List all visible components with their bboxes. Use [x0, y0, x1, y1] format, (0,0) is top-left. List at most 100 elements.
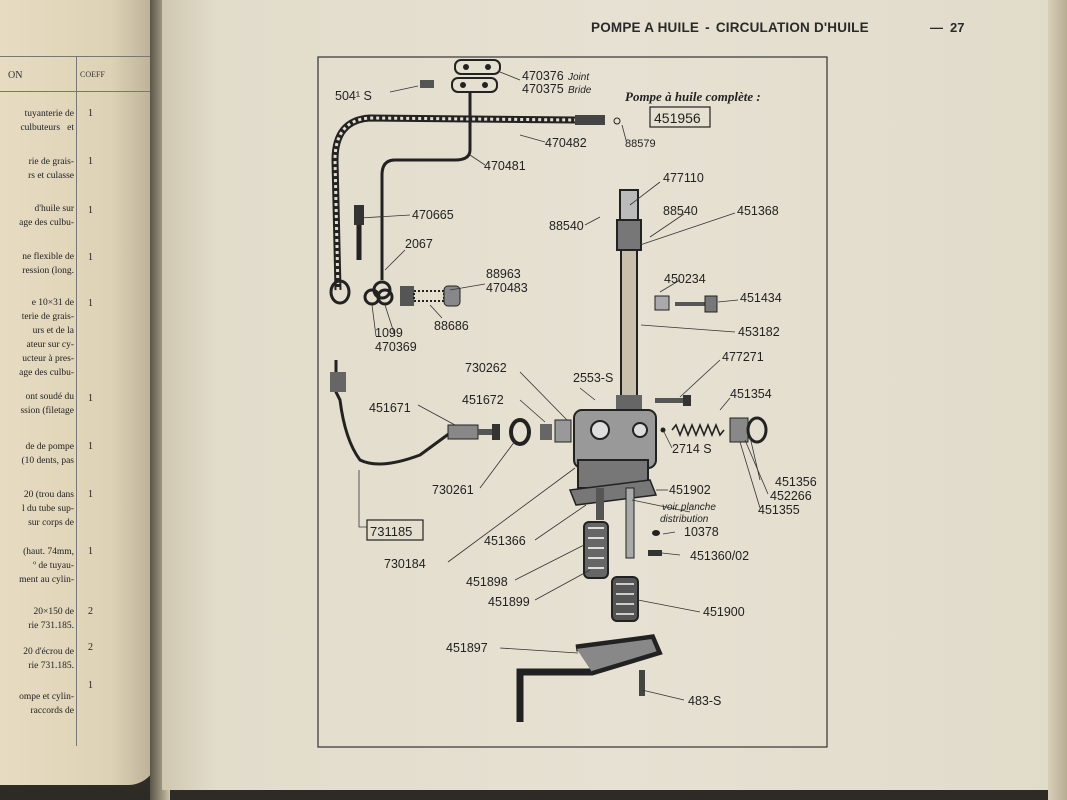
flange-470375-drawing	[451, 59, 501, 93]
gear-451898-drawing	[583, 521, 609, 579]
label-470483: 470483	[486, 281, 528, 295]
left-row-4-coef: 1	[88, 252, 93, 263]
left-column-divider	[76, 56, 77, 746]
left-row-8-text: 20 (trou dans l du tube sup- sur corps d…	[22, 490, 74, 528]
gear-451900-drawing	[611, 576, 639, 622]
screw-451434-drawing	[654, 295, 718, 313]
label-470482: 470482	[545, 136, 587, 150]
left-page: ON COEFF tuyanterie de culbuteurs et 1 r…	[0, 0, 158, 785]
label-10378: 10378	[684, 525, 719, 539]
label-451354: 451354	[730, 387, 772, 401]
label-451355: 451355	[758, 503, 800, 517]
label-730184: 730184	[384, 557, 426, 571]
label-477271: 477271	[722, 350, 764, 364]
label-451902: 451902	[669, 483, 711, 497]
pipe-451671-drawing	[330, 360, 500, 466]
bolt-504-drawing	[420, 80, 434, 88]
label-470665: 470665	[412, 208, 454, 222]
page-number-dash: —	[930, 20, 943, 35]
label-453182: 453182	[738, 325, 780, 339]
label-2553: 2553-S	[573, 371, 613, 385]
label-451897: 451897	[446, 641, 488, 655]
label-451368: 451368	[737, 204, 779, 218]
page-number: 27	[950, 20, 965, 35]
label-distribution: distribution	[660, 514, 709, 525]
label-483: 483-S	[688, 694, 721, 708]
pin-10378-drawing	[648, 530, 662, 556]
strainer-451897-drawing	[516, 634, 663, 722]
page-edge	[1048, 0, 1067, 800]
label-451672: 451672	[462, 393, 504, 407]
union-88686-drawing	[363, 285, 461, 307]
left-row-10-text: 20×150 de rie 731.185.	[28, 607, 74, 631]
left-row-11-coef: 2	[88, 642, 93, 653]
label-2067: 2067	[405, 237, 433, 251]
label-88540-left: 88540	[549, 219, 584, 233]
label-470375: 470375	[522, 82, 564, 96]
left-row-9-coef: 1	[88, 546, 93, 557]
label-470375-note: Bride	[568, 85, 592, 96]
label-451900: 451900	[703, 605, 745, 619]
left-row-2-coef: 1	[88, 156, 93, 167]
left-row-7-text: de de pompe (10 dents, pas	[21, 442, 74, 466]
label-477110: 477110	[663, 171, 704, 185]
coef-column-header: COEFF	[80, 70, 105, 79]
label-451356: 451356	[775, 475, 817, 489]
banjo-470665-drawing	[354, 205, 364, 260]
label-504: 504¹ S	[335, 89, 372, 103]
left-row-6-text: ont soudé du ssion (filetage	[20, 392, 74, 416]
leader-lines	[359, 71, 769, 701]
label-450234: 450234	[664, 272, 706, 286]
label-voir-planche: voir planche	[662, 502, 716, 513]
label-730262: 730262	[465, 361, 507, 375]
header-dash: -	[705, 20, 710, 35]
diagram-title-ref: 451956	[654, 110, 701, 126]
label-451898: 451898	[466, 575, 508, 589]
label-1099: 1099	[375, 326, 403, 340]
left-row-11-text: 20 d'écrou de rie 731.185.	[23, 647, 74, 671]
flexible-hose-470482-drawing	[329, 114, 621, 305]
left-row-8-coef: 1	[88, 489, 93, 500]
label-470481: 470481	[484, 159, 526, 173]
pump-body-drawing	[573, 409, 657, 489]
label-451366: 451366	[484, 534, 526, 548]
left-row-2-text: rie de grais- rs et culasse	[28, 157, 74, 181]
page-header: POMPE A HUILE-CIRCULATION D'HUILE	[591, 20, 869, 35]
header-subtitle: CIRCULATION D'HUILE	[715, 20, 869, 35]
left-row-7-coef: 1	[88, 441, 93, 452]
label-470369: 470369	[375, 340, 417, 354]
left-row-12-text: ompe et cylin- raccords de	[19, 692, 74, 716]
left-row-6-coef: 1	[88, 393, 93, 404]
title-ref-box	[649, 106, 711, 128]
left-row-4-text: ne flexible de ression (long.	[22, 252, 74, 276]
label-730261: 730261	[432, 483, 474, 497]
label-470376-note: Joint	[567, 72, 590, 83]
bracket-731185	[358, 470, 367, 528]
diagram-frame	[317, 56, 828, 748]
gasket-451902-drawing	[568, 479, 658, 559]
label-470376: 470376	[522, 69, 564, 83]
seal-730261-drawing	[509, 418, 572, 446]
label-451899: 451899	[488, 595, 530, 609]
left-column-header-rule	[0, 56, 150, 92]
left-row-1-text: tuyanterie de culbuteurs et	[20, 109, 74, 133]
left-row-12-coef: 1	[88, 680, 93, 691]
left-column-header: ON	[8, 70, 23, 81]
label-88579: 88579	[625, 138, 656, 150]
label-88963: 88963	[486, 267, 521, 281]
spring-451354-drawing	[660, 416, 768, 444]
box-731185	[366, 519, 424, 541]
label-2714: 2714 S	[672, 442, 712, 456]
label-731185: 731185	[370, 524, 412, 539]
label-451360: 451360/02	[690, 549, 749, 563]
pump-shaft-453182-drawing	[616, 189, 642, 411]
label-88540-right: 88540	[663, 204, 698, 218]
label-451434: 451434	[740, 291, 782, 305]
left-row-5-text: e 10×31 de terie de grais- urs et de la …	[19, 298, 74, 378]
screw-477271-drawing	[655, 395, 691, 406]
header-title: POMPE A HUILE	[591, 20, 700, 35]
left-row-1-coef: 1	[88, 108, 93, 119]
left-row-9-text: (haut. 74mm, º de tuyau- ment au cylin-	[19, 547, 74, 585]
label-452266: 452266	[770, 489, 812, 503]
